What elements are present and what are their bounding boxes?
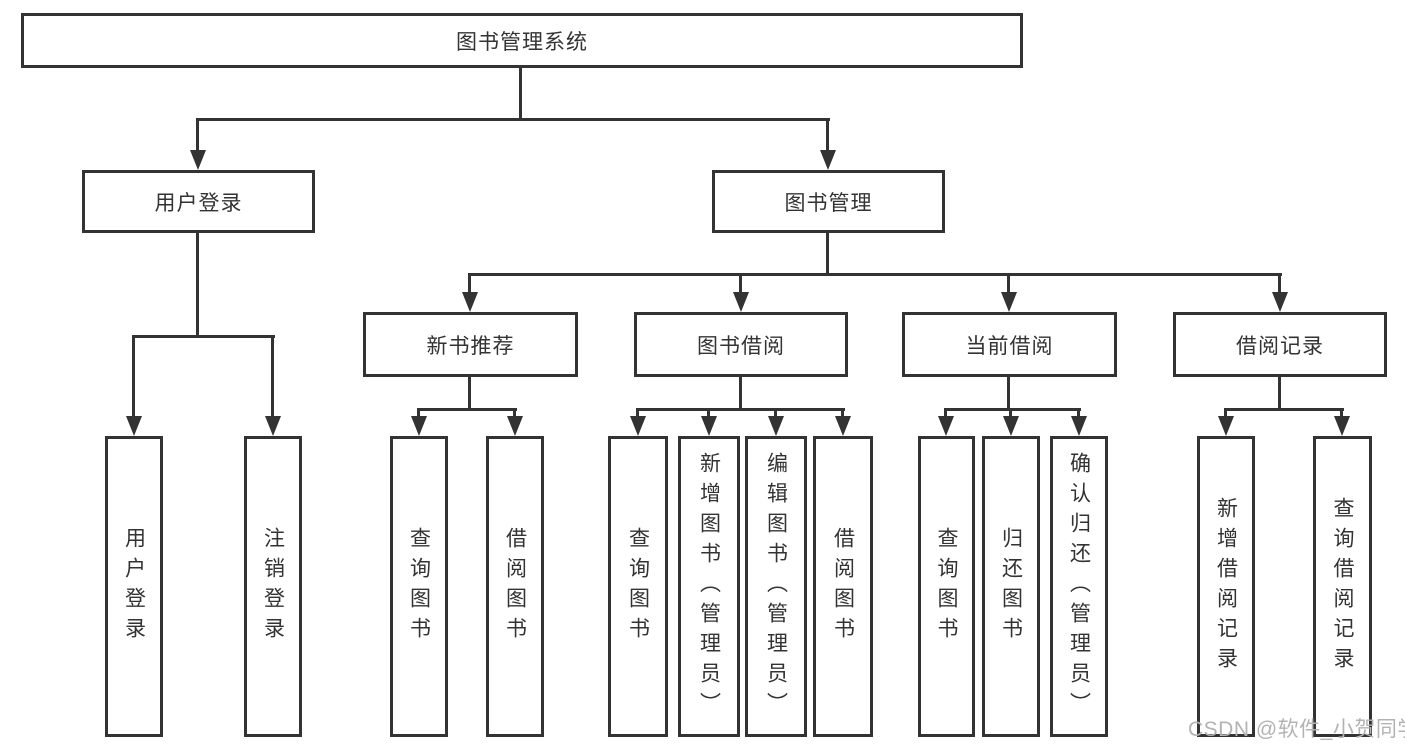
leaf-label: 查询图书 bbox=[407, 526, 431, 647]
node-label: 图书管理系统 bbox=[456, 30, 588, 54]
connector-line bbox=[132, 335, 275, 338]
leaf-add-books-admin: 新增图书（管理员） bbox=[678, 436, 740, 737]
connector-line bbox=[132, 335, 135, 418]
connector-line bbox=[739, 377, 742, 408]
arrow-down-icon bbox=[820, 150, 836, 170]
connector-line bbox=[944, 408, 947, 418]
connector-line bbox=[1224, 408, 1344, 411]
arrow-down-icon bbox=[1071, 416, 1087, 436]
node-book-management: 图书管理 bbox=[712, 170, 945, 233]
arrow-down-icon bbox=[411, 416, 427, 436]
leaf-add-borrow-record: 新增借阅记录 bbox=[1197, 436, 1255, 737]
leaf-query-borrow-record: 查询借阅记录 bbox=[1313, 436, 1372, 737]
leaf-return-books: 归还图书 bbox=[982, 436, 1040, 737]
connector-line bbox=[417, 408, 517, 411]
node-label: 用户登录 bbox=[154, 191, 243, 215]
connector-line bbox=[513, 408, 516, 418]
connector-line bbox=[707, 408, 710, 418]
connector-line bbox=[196, 118, 199, 152]
leaf-label: 新增借阅记录 bbox=[1214, 496, 1238, 677]
leaf-label: 查询图书 bbox=[626, 526, 650, 647]
node-label: 图书借阅 bbox=[697, 334, 785, 358]
leaf-label: 确认归还（管理员） bbox=[1067, 451, 1091, 722]
leaf-label: 注销登录 bbox=[261, 526, 285, 647]
node-new-book-recommend: 新书推荐 bbox=[363, 312, 578, 377]
connector-line bbox=[468, 273, 471, 294]
node-current-borrowing: 当前借阅 bbox=[902, 312, 1117, 377]
connector-line bbox=[774, 408, 777, 418]
connector-line bbox=[636, 408, 639, 418]
connector-line bbox=[196, 118, 830, 121]
node-library-management-system: 图书管理系统 bbox=[21, 13, 1023, 68]
connector-line bbox=[1224, 408, 1227, 418]
connector-line bbox=[417, 408, 420, 418]
leaf-borrow-books: 借阅图书 bbox=[813, 436, 873, 737]
connector-line bbox=[1340, 408, 1343, 418]
arrow-down-icon bbox=[265, 416, 281, 436]
arrow-down-icon bbox=[190, 150, 206, 170]
arrow-down-icon bbox=[507, 416, 523, 436]
arrow-down-icon bbox=[768, 416, 784, 436]
arrow-down-icon bbox=[1003, 416, 1019, 436]
leaf-label: 归还图书 bbox=[999, 526, 1023, 647]
connector-line bbox=[468, 377, 471, 408]
leaf-label: 查询图书 bbox=[935, 526, 958, 647]
leaf-label: 借阅图书 bbox=[503, 526, 527, 647]
connector-line bbox=[636, 408, 845, 411]
connector-line bbox=[826, 233, 829, 273]
csdn-watermark: CSDN @软件_小贺同学 bbox=[1188, 718, 1405, 741]
connector-line bbox=[739, 273, 742, 294]
connector-line bbox=[468, 273, 1282, 276]
leaf-borrow-books: 借阅图书 bbox=[486, 436, 544, 737]
arrow-down-icon bbox=[938, 416, 954, 436]
leaf-query-books: 查询图书 bbox=[918, 436, 975, 737]
arrow-down-icon bbox=[835, 416, 851, 436]
arrow-down-icon bbox=[1272, 292, 1288, 312]
connector-line bbox=[1077, 408, 1080, 418]
leaf-user-login: 用户登录 bbox=[105, 436, 163, 737]
arrow-down-icon bbox=[701, 416, 717, 436]
connector-line bbox=[1278, 273, 1281, 294]
node-book-borrowing: 图书借阅 bbox=[634, 312, 848, 377]
leaf-label: 编辑图书（管理员） bbox=[764, 451, 788, 722]
node-user-login: 用户登录 bbox=[82, 170, 315, 233]
node-label: 借阅记录 bbox=[1236, 334, 1324, 358]
connector-line bbox=[944, 408, 1081, 411]
leaf-logout: 注销登录 bbox=[244, 436, 302, 737]
leaf-label: 查询借阅记录 bbox=[1331, 496, 1354, 677]
connector-line bbox=[826, 118, 829, 152]
leaf-confirm-return-admin: 确认归还（管理员） bbox=[1050, 436, 1108, 737]
leaf-query-books: 查询图书 bbox=[390, 436, 448, 737]
connector-line bbox=[1007, 273, 1010, 294]
arrow-down-icon bbox=[733, 292, 749, 312]
leaf-label: 新增图书（管理员） bbox=[697, 451, 721, 722]
connector-line bbox=[1009, 408, 1012, 418]
connector-line bbox=[519, 68, 522, 118]
arrow-down-icon bbox=[1001, 292, 1017, 312]
connector-line bbox=[271, 335, 274, 418]
node-label: 新书推荐 bbox=[426, 334, 515, 358]
node-borrowing-records: 借阅记录 bbox=[1173, 312, 1387, 377]
arrow-down-icon bbox=[1218, 416, 1234, 436]
connector-line bbox=[196, 233, 199, 338]
leaf-label: 用户登录 bbox=[122, 526, 146, 647]
leaf-query-books: 查询图书 bbox=[608, 436, 668, 737]
node-label: 当前借阅 bbox=[965, 334, 1054, 358]
leaf-edit-books-admin: 编辑图书（管理员） bbox=[745, 436, 807, 737]
arrow-down-icon bbox=[630, 416, 646, 436]
connector-line bbox=[1007, 377, 1010, 408]
connector-line bbox=[841, 408, 844, 418]
arrow-down-icon bbox=[1334, 416, 1350, 436]
arrow-down-icon bbox=[462, 292, 478, 312]
node-label: 图书管理 bbox=[784, 191, 873, 215]
connector-line bbox=[1278, 377, 1281, 408]
arrow-down-icon bbox=[126, 416, 142, 436]
leaf-label: 借阅图书 bbox=[831, 526, 855, 647]
